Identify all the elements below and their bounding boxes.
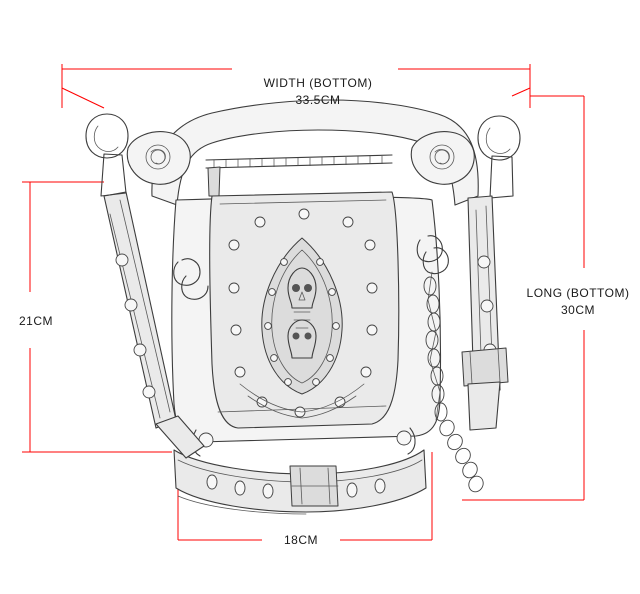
measure-label-width-bottom-text: WIDTH (BOTTOM) bbox=[263, 76, 373, 90]
measure-label-long-bottom: LONG (BOTTOM) 30CM bbox=[516, 285, 640, 319]
measure-value-bottom-width: 18CM bbox=[283, 533, 318, 547]
bag-body bbox=[85, 99, 521, 515]
measure-label-width-bottom: WIDTH (BOTTOM) 33.5CM bbox=[238, 75, 398, 109]
measure-value-width-bottom: 33.5CM bbox=[295, 93, 341, 107]
measure-label-long-bottom-text: LONG (BOTTOM) bbox=[526, 286, 630, 300]
measure-value-long-bottom: 30CM bbox=[560, 303, 595, 317]
measure-label-bottom-width: 18CM bbox=[268, 532, 334, 549]
measure-label-height-left: 21CM bbox=[8, 313, 64, 330]
measure-value-height-left: 21CM bbox=[18, 314, 53, 328]
measure-lines bbox=[22, 64, 585, 541]
